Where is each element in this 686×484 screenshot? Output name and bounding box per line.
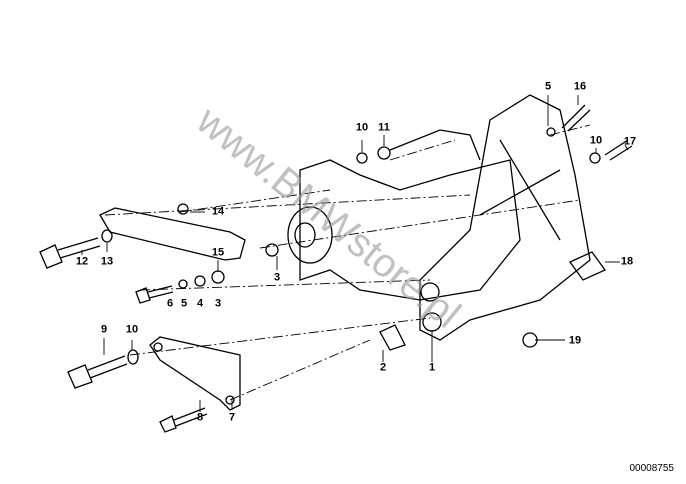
part-label-18: 18 [620,255,634,268]
part-label-16: 16 [573,80,587,93]
callout-lines [81,95,629,412]
part-label-6: 6 [166,297,174,310]
dashed-leader-lines [104,124,591,401]
part-label-5: 5 [544,80,552,93]
part-label-13: 13 [100,255,114,268]
part-label-10: 10 [355,121,369,134]
part-label-5: 5 [180,297,188,310]
part-label-7: 7 [228,411,236,424]
part-label-10: 10 [589,134,603,147]
pump-body [287,129,521,301]
part-label-17: 17 [623,135,637,148]
lower-bracket [149,336,241,411]
part-label-4: 4 [196,297,204,310]
part-label-2: 2 [379,361,387,374]
slotted-strap [99,207,246,261]
part-label-10: 10 [125,323,139,336]
part-label-14: 14 [211,205,225,218]
part-label-3: 3 [273,271,281,284]
bolts-and-washers [39,104,633,433]
part-label-8: 8 [196,411,204,424]
part-label-9: 9 [100,323,108,336]
part-label-15: 15 [211,246,225,259]
part-label-11: 11 [378,121,390,134]
part-label-12: 12 [75,255,89,268]
part-label-1: 1 [428,361,436,374]
catalog-number: 00008755 [629,463,675,474]
part-label-3: 3 [214,297,222,310]
part-label-19: 19 [568,334,582,347]
main-bracket [419,94,591,341]
